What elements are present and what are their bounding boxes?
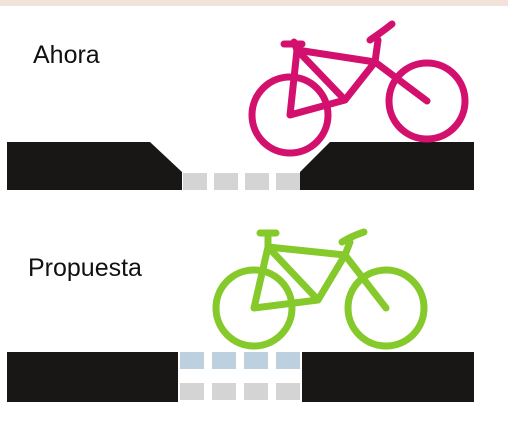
proposed-lower-mark [276,383,300,400]
current-crossing-mark [183,173,207,190]
proposed-raised-mark [212,352,236,369]
current-right-curb [300,142,474,190]
current-left-curb [7,142,182,190]
proposed-panel [7,228,474,402]
proposed-raised-mark [244,352,268,369]
proposed-right-curb [302,352,474,402]
proposed-raised-marks [180,352,300,369]
current-crossing-marks [183,173,300,190]
proposed-raised-mark [276,352,300,369]
front-wheel [344,266,428,350]
bicycle-current-icon [248,20,469,157]
front-wheel [385,59,469,143]
current-crossing-mark [245,173,269,190]
current-panel [7,20,474,190]
proposed-lower-marks [180,383,300,400]
rear-wheel [212,266,296,350]
proposed-label: Propuesta [28,254,142,282]
bicycle-proposed-icon [212,228,428,350]
bike-down-tube [293,46,349,104]
proposed-lower-mark [212,383,236,400]
current-label: Ahora [33,41,100,69]
top-band [0,0,508,6]
bike-handlebar [338,228,368,246]
proposed-raised-mark [180,352,204,369]
proposed-lower-mark [244,383,268,400]
rear-wheel [248,73,332,157]
current-crossing-mark [276,173,300,190]
current-crossing-mark [214,173,238,190]
proposed-left-curb [7,352,178,402]
bike-fork [341,238,390,312]
bike-fork [371,36,431,105]
bike-handlebar [366,20,396,44]
bike-down-tube [264,243,322,304]
proposed-lower-mark [180,383,204,400]
